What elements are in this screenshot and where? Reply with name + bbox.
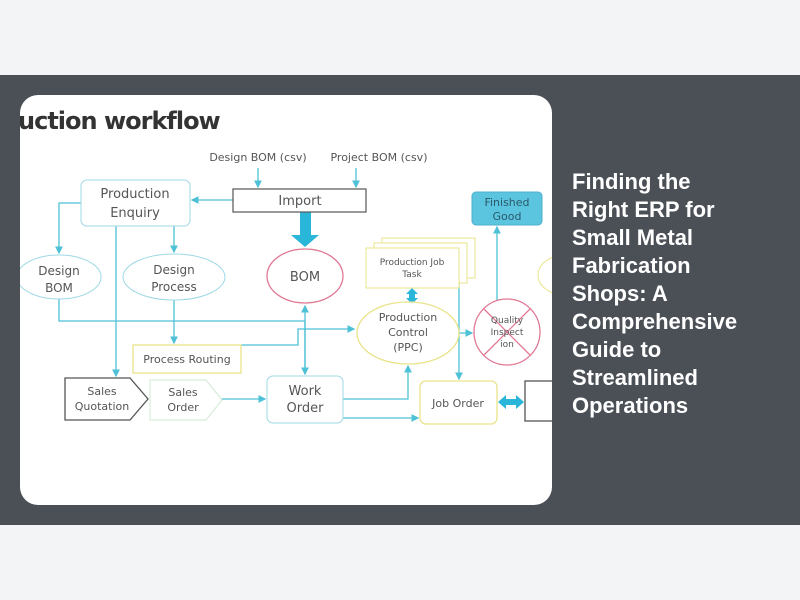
process-routing-box bbox=[132, 344, 242, 374]
job-order-box bbox=[419, 380, 498, 425]
finished-good-box bbox=[471, 191, 543, 226]
partial-box bbox=[524, 380, 552, 422]
bom-node bbox=[266, 248, 344, 304]
production-job-task-label: Task bbox=[401, 270, 422, 280]
production-workflow-diagram: uction workflow Design BOM (csv) Project… bbox=[20, 107, 552, 425]
import-box bbox=[232, 188, 367, 213]
production-enquiry-label: Production bbox=[100, 187, 169, 202]
work-order-box bbox=[266, 375, 344, 424]
cross-icon bbox=[483, 308, 531, 356]
design-bom-node bbox=[20, 254, 102, 300]
sales-quotation-box bbox=[64, 377, 149, 421]
work-order-label: Order bbox=[287, 401, 325, 416]
connectors bbox=[55, 168, 501, 422]
quality-inspection-label: Inspect bbox=[491, 328, 524, 338]
bom-label: BOM bbox=[290, 270, 320, 285]
finished-good-label: Finished bbox=[484, 196, 529, 209]
design-bom-csv-label: Design BOM (csv) bbox=[209, 151, 306, 164]
production-control-label: (PPC) bbox=[393, 341, 423, 354]
design-process-node bbox=[122, 253, 226, 301]
sales-quotation-label: Quotation bbox=[75, 400, 130, 413]
article-title[interactable]: Finding the Right ERP for Small Metal Fa… bbox=[572, 169, 738, 418]
design-bom-label: BOM bbox=[45, 281, 73, 295]
partial-node bbox=[537, 256, 552, 294]
quality-inspection-label: Quality bbox=[491, 316, 524, 326]
design-bom-label: Design bbox=[38, 264, 79, 278]
import-label: Import bbox=[278, 194, 321, 209]
production-control-label: Control bbox=[388, 326, 428, 339]
job-order-double-arrow bbox=[498, 395, 524, 409]
production-enquiry-box bbox=[80, 179, 191, 227]
project-bom-csv-label: Project BOM (csv) bbox=[330, 151, 427, 164]
finished-good-label: Good bbox=[493, 210, 522, 223]
process-routing-label: Process Routing bbox=[143, 353, 230, 366]
production-control-label: Production bbox=[379, 311, 438, 324]
production-control-node bbox=[356, 301, 460, 365]
article-image[interactable]: uction workflow Design BOM (csv) Project… bbox=[20, 95, 552, 505]
sales-quotation-label: Sales bbox=[87, 385, 117, 398]
design-process-label: Design bbox=[153, 263, 194, 277]
job-task-control-arrow bbox=[406, 288, 418, 304]
quality-inspection-label: ion bbox=[500, 340, 514, 350]
design-process-label: Process bbox=[151, 280, 197, 294]
production-job-task-label: Production Job bbox=[380, 258, 445, 268]
production-enquiry-label: Enquiry bbox=[110, 206, 160, 221]
sales-order-box bbox=[149, 379, 223, 421]
sales-order-label: Order bbox=[167, 401, 199, 414]
diagram-heading: uction workflow bbox=[20, 107, 221, 135]
job-order-label: Job Order bbox=[431, 397, 484, 410]
import-to-bom-arrow bbox=[291, 212, 319, 247]
production-job-task-box bbox=[365, 247, 460, 289]
sales-order-label: Sales bbox=[168, 386, 198, 399]
work-order-label: Work bbox=[289, 384, 322, 399]
